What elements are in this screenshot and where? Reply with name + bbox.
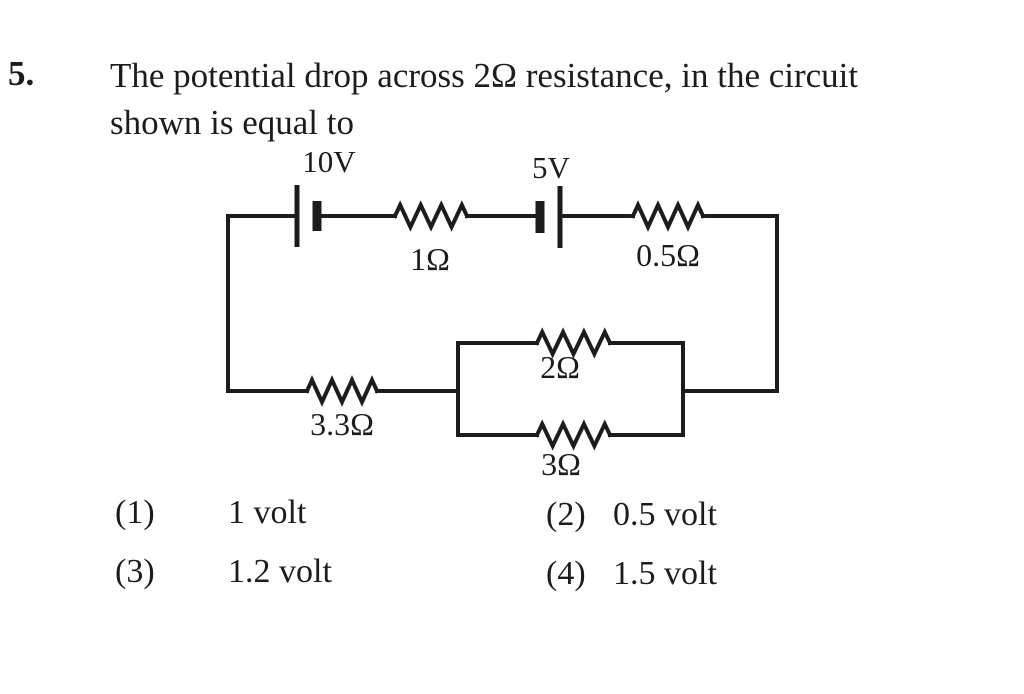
resistor-3point3ohm-symbol xyxy=(304,375,380,407)
question-text-line2: shown is equal to xyxy=(110,103,355,142)
resistor-3ohm-symbol xyxy=(534,419,613,451)
question-number: 5. xyxy=(8,54,35,93)
resistor-1ohm-label: 1Ω xyxy=(410,241,450,277)
resistor-2ohm-symbol xyxy=(534,327,613,359)
option-3-text: 1.2 volt xyxy=(228,553,332,590)
parallel-branch-box xyxy=(456,341,685,437)
battery-5v-label: 5V xyxy=(532,150,570,185)
option-1-marker: (1) xyxy=(115,494,155,531)
resistor-0point5ohm-label: 0.5Ω xyxy=(636,237,700,273)
battery-10v-label: 10V xyxy=(302,144,356,179)
option-1-text: 1 volt xyxy=(228,494,307,531)
circuit-outer-loop xyxy=(226,214,779,393)
battery-5v-symbol xyxy=(535,186,563,248)
resistor-3ohm-label: 3Ω xyxy=(541,446,581,482)
option-4-text: 1.5 volt xyxy=(613,555,717,592)
resistor-0point5ohm-symbol xyxy=(630,200,706,232)
option-2-text: 0.5 volt xyxy=(613,496,717,533)
question-text-line1: The potential drop across 2Ω resistance,… xyxy=(110,56,859,95)
resistor-2ohm-label: 2Ω xyxy=(540,349,580,385)
option-2-marker: (2) xyxy=(546,496,586,533)
option-3-marker: (3) xyxy=(115,553,155,590)
option-4-marker: (4) xyxy=(546,555,586,592)
battery-10v-symbol xyxy=(294,185,322,247)
resistor-3point3ohm-label: 3.3Ω xyxy=(310,406,374,442)
resistor-1ohm-symbol xyxy=(392,200,470,232)
